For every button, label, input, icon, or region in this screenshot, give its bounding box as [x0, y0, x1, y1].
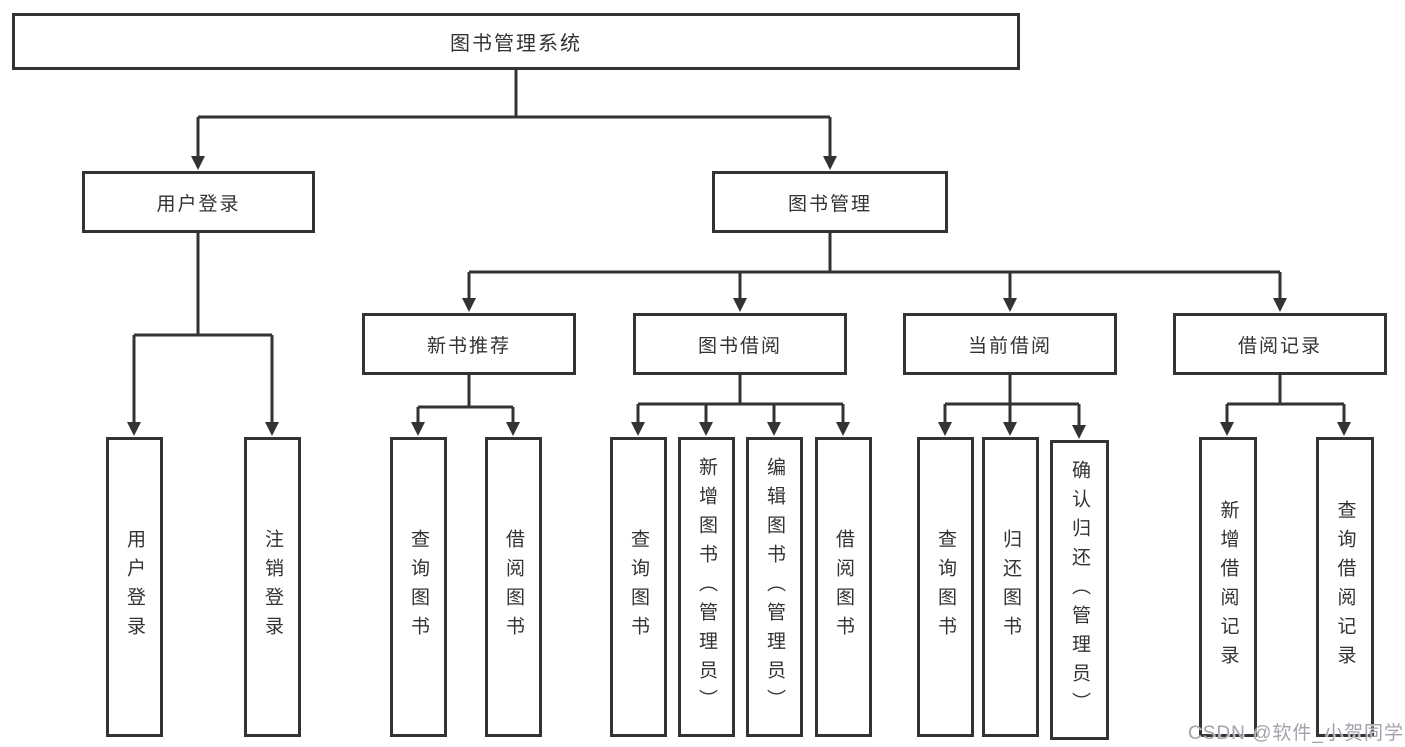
arrowhead: [127, 422, 141, 436]
node-borrow-books: 借阅图书: [815, 437, 872, 737]
node-query-books-current: 查询图书: [917, 437, 974, 737]
node-query-books-recommend: 查询图书: [390, 437, 447, 737]
node-book-borrow: 图书借阅: [633, 313, 847, 375]
arrowhead: [733, 298, 747, 312]
node-label: 新增图书（管理员）: [696, 456, 717, 718]
node-logout: 注销登录: [244, 437, 301, 737]
csdn-watermark: CSDN @软件_小贺同学: [1188, 723, 1404, 744]
node-label: 图书管理系统: [450, 33, 582, 55]
node-label: 编辑图书（管理员）: [764, 456, 785, 718]
arrowhead: [411, 422, 425, 436]
node-add-books-admin: 新增图书（管理员）: [678, 437, 735, 737]
node-label: 查询图书: [628, 529, 649, 645]
node-label: 新增借阅记录: [1217, 500, 1239, 674]
node-confirm-return-admin: 确认归还（管理员）: [1050, 440, 1109, 740]
node-edit-books-admin: 编辑图书（管理员）: [746, 437, 803, 737]
node-label: 查询图书: [935, 529, 956, 645]
connector-book-mgmt-to-level3: [462, 233, 1287, 312]
node-label: 查询借阅记录: [1334, 500, 1356, 674]
connector-root-to-level2: [191, 70, 837, 170]
node-return-books: 归还图书: [982, 437, 1039, 737]
connector-current-borrow-branch: [938, 375, 1086, 439]
arrowhead: [938, 422, 952, 436]
node-label: 借阅图书: [503, 529, 524, 645]
node-label: 当前借阅: [967, 335, 1052, 357]
node-book-management: 图书管理: [712, 171, 948, 233]
arrowhead: [1273, 298, 1287, 312]
node-label: 新书推荐: [426, 335, 511, 357]
node-user-login-group: 用户登录: [82, 171, 315, 233]
node-new-book-recommend: 新书推荐: [362, 313, 576, 375]
node-query-books-borrow: 查询图书: [610, 437, 667, 737]
arrowhead: [265, 422, 279, 436]
arrowhead: [767, 422, 781, 436]
connector-user-login-branch: [127, 233, 279, 436]
node-label: 查询图书: [408, 529, 429, 645]
node-query-borrow-record: 查询借阅记录: [1316, 437, 1374, 737]
arrowhead: [462, 298, 476, 312]
arrowhead: [631, 422, 645, 436]
connector-new-book-branch: [411, 375, 520, 436]
arrowhead: [191, 156, 205, 170]
node-label: 图书借阅: [697, 335, 782, 357]
arrowhead: [1220, 422, 1234, 436]
arrowhead: [836, 422, 850, 436]
arrowhead: [1072, 425, 1086, 439]
arrowhead: [823, 156, 837, 170]
node-label: 用户登录: [156, 193, 241, 215]
arrowhead: [1337, 422, 1351, 436]
connector-borrow-record-branch: [1220, 375, 1351, 436]
node-current-borrow: 当前借阅: [903, 313, 1117, 375]
node-label: 确认归还（管理员）: [1069, 459, 1090, 721]
node-label: 借阅图书: [833, 529, 854, 645]
arrowhead: [1003, 298, 1017, 312]
node-library-management-system: 图书管理系统: [12, 13, 1020, 70]
node-label: 借阅记录: [1237, 335, 1322, 357]
node-borrow-books-recommend: 借阅图书: [485, 437, 542, 737]
connector-book-borrow-branch: [631, 375, 850, 436]
node-label: 用户登录: [124, 529, 145, 645]
node-label: 注销登录: [262, 529, 283, 645]
arrowhead: [699, 422, 713, 436]
node-label: 归还图书: [1000, 529, 1021, 645]
node-label: 图书管理: [787, 193, 872, 215]
node-borrow-record: 借阅记录: [1173, 313, 1387, 375]
node-add-borrow-record: 新增借阅记录: [1199, 437, 1257, 737]
arrowhead: [506, 422, 520, 436]
arrowhead: [1003, 422, 1017, 436]
node-user-login: 用户登录: [106, 437, 163, 737]
